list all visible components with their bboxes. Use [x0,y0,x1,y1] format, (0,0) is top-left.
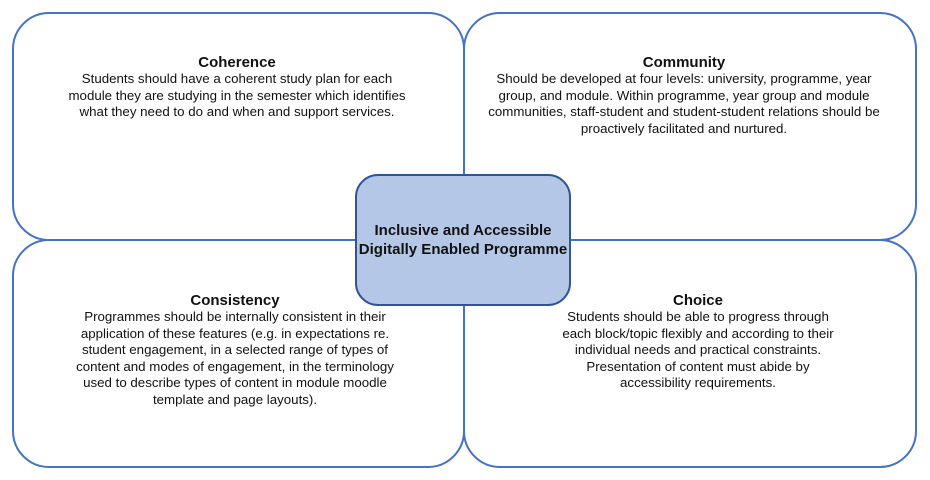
quadrant-body: Should be developed at four levels: univ… [488,71,880,136]
center-box-shape [355,174,571,306]
quadrant-title: Coherence [198,54,276,71]
quadrant-choice: Choice Students should be able to progre… [556,292,840,392]
quadrant-title: Community [642,54,726,71]
quadrant-choice-shape [463,239,917,468]
center-concept: Inclusive and Accessible Digitally Enabl… [358,222,568,258]
quadrant-body: Students should have a coherent study pl… [68,71,406,120]
quadrant-title: Consistency [190,292,280,309]
quadrant-consistency: Consistency Programmes should be interna… [60,292,410,409]
quadrant-coherence: Coherence Students should have a coheren… [62,54,412,121]
quadrant-title: Choice [672,292,723,309]
quadrant-body: Students should be able to progress thro… [562,309,834,391]
quadrant-body: Programmes should be internally consiste… [76,309,394,407]
quadrant-community: Community Should be developed at four le… [484,54,884,137]
